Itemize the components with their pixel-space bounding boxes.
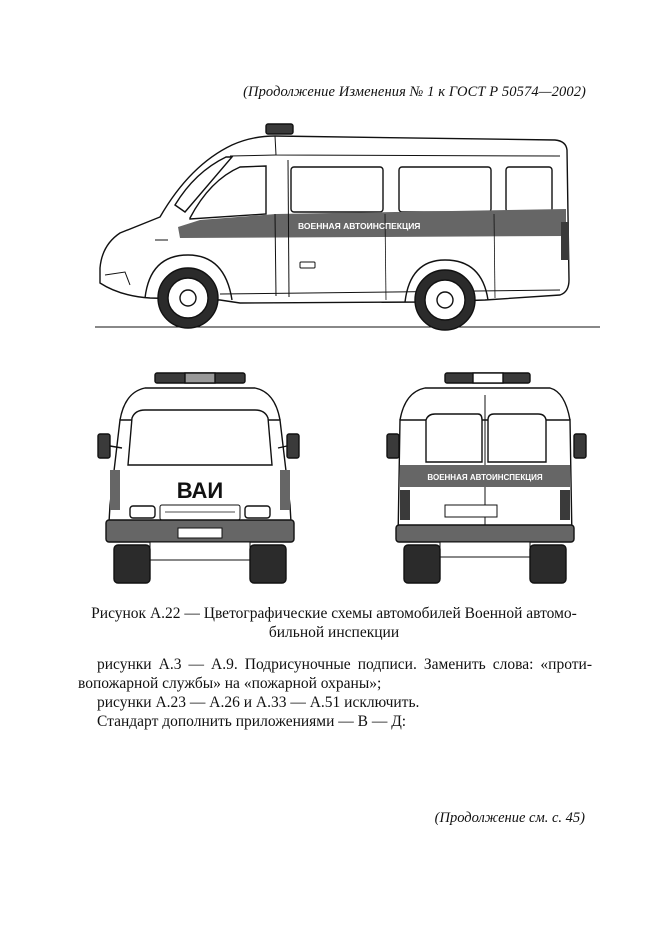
continuation-header: (Продолжение Изменения № 1 к ГОСТ Р 5057… [243, 84, 586, 100]
front-view-van [97, 372, 300, 584]
windshield [174, 156, 234, 213]
rear-left-tire [403, 544, 441, 584]
front-grille [159, 504, 241, 521]
front-vai-label: ВАИ [177, 478, 224, 503]
side-window-3 [505, 166, 553, 213]
caption-line-1: Рисунок А.22 — Цветографические схемы ав… [91, 605, 577, 622]
roof-beacon [265, 123, 294, 135]
left-headlight [129, 505, 156, 519]
rear-view-van [386, 372, 587, 584]
front-door-window [189, 165, 267, 220]
body-line-2: вопожарной службы» на «пожарной охраны»; [78, 675, 382, 692]
front-plate [177, 527, 223, 539]
body-line-3: рисунки А.23 — А.26 и А.33 — А.51 исключ… [97, 694, 420, 711]
side-window-2 [398, 166, 492, 213]
amendment-text: рисунки А.3 — А.9. Подрисуночные подписи… [78, 655, 592, 731]
rear-stripe-label: ВОЕННАЯ АВТОИНСПЕКЦИЯ [427, 473, 542, 482]
rear-right-tire [529, 544, 567, 584]
rear-window-right [487, 413, 547, 463]
right-mirror [286, 433, 300, 459]
front-left-tire [113, 544, 151, 584]
rear-left-mirror [386, 433, 400, 459]
caption-line-2: бильной инспекции [268, 624, 400, 641]
side-view-van [95, 123, 600, 331]
body-line-4: Стандарт дополнить приложениями — В — Д: [97, 713, 407, 730]
rear-bumper [395, 524, 575, 543]
vehicle-color-schemes-figure: ВОЕННАЯ АВТОИНСПЕКЦИЯ ВАИ [95, 123, 600, 584]
body-line-1: рисунки А.3 — А.9. Подрисуночные подписи… [97, 656, 592, 673]
side-stripe-label: ВОЕННАЯ АВТОИНСПЕКЦИЯ [298, 221, 420, 231]
rear-window-left [425, 413, 483, 463]
front-windshield [127, 409, 273, 466]
front-right-tire [249, 544, 287, 584]
figure-caption: Рисунок А.22 — Цветографические схемы ав… [78, 604, 590, 642]
side-window-1 [290, 166, 384, 213]
right-headlight [244, 505, 271, 519]
left-mirror [97, 433, 111, 459]
rear-right-mirror [573, 433, 587, 459]
continuation-footer: (Продолжение см. с. 45) [434, 810, 585, 826]
rear-plate [444, 504, 498, 518]
rear-stripe [400, 465, 570, 487]
